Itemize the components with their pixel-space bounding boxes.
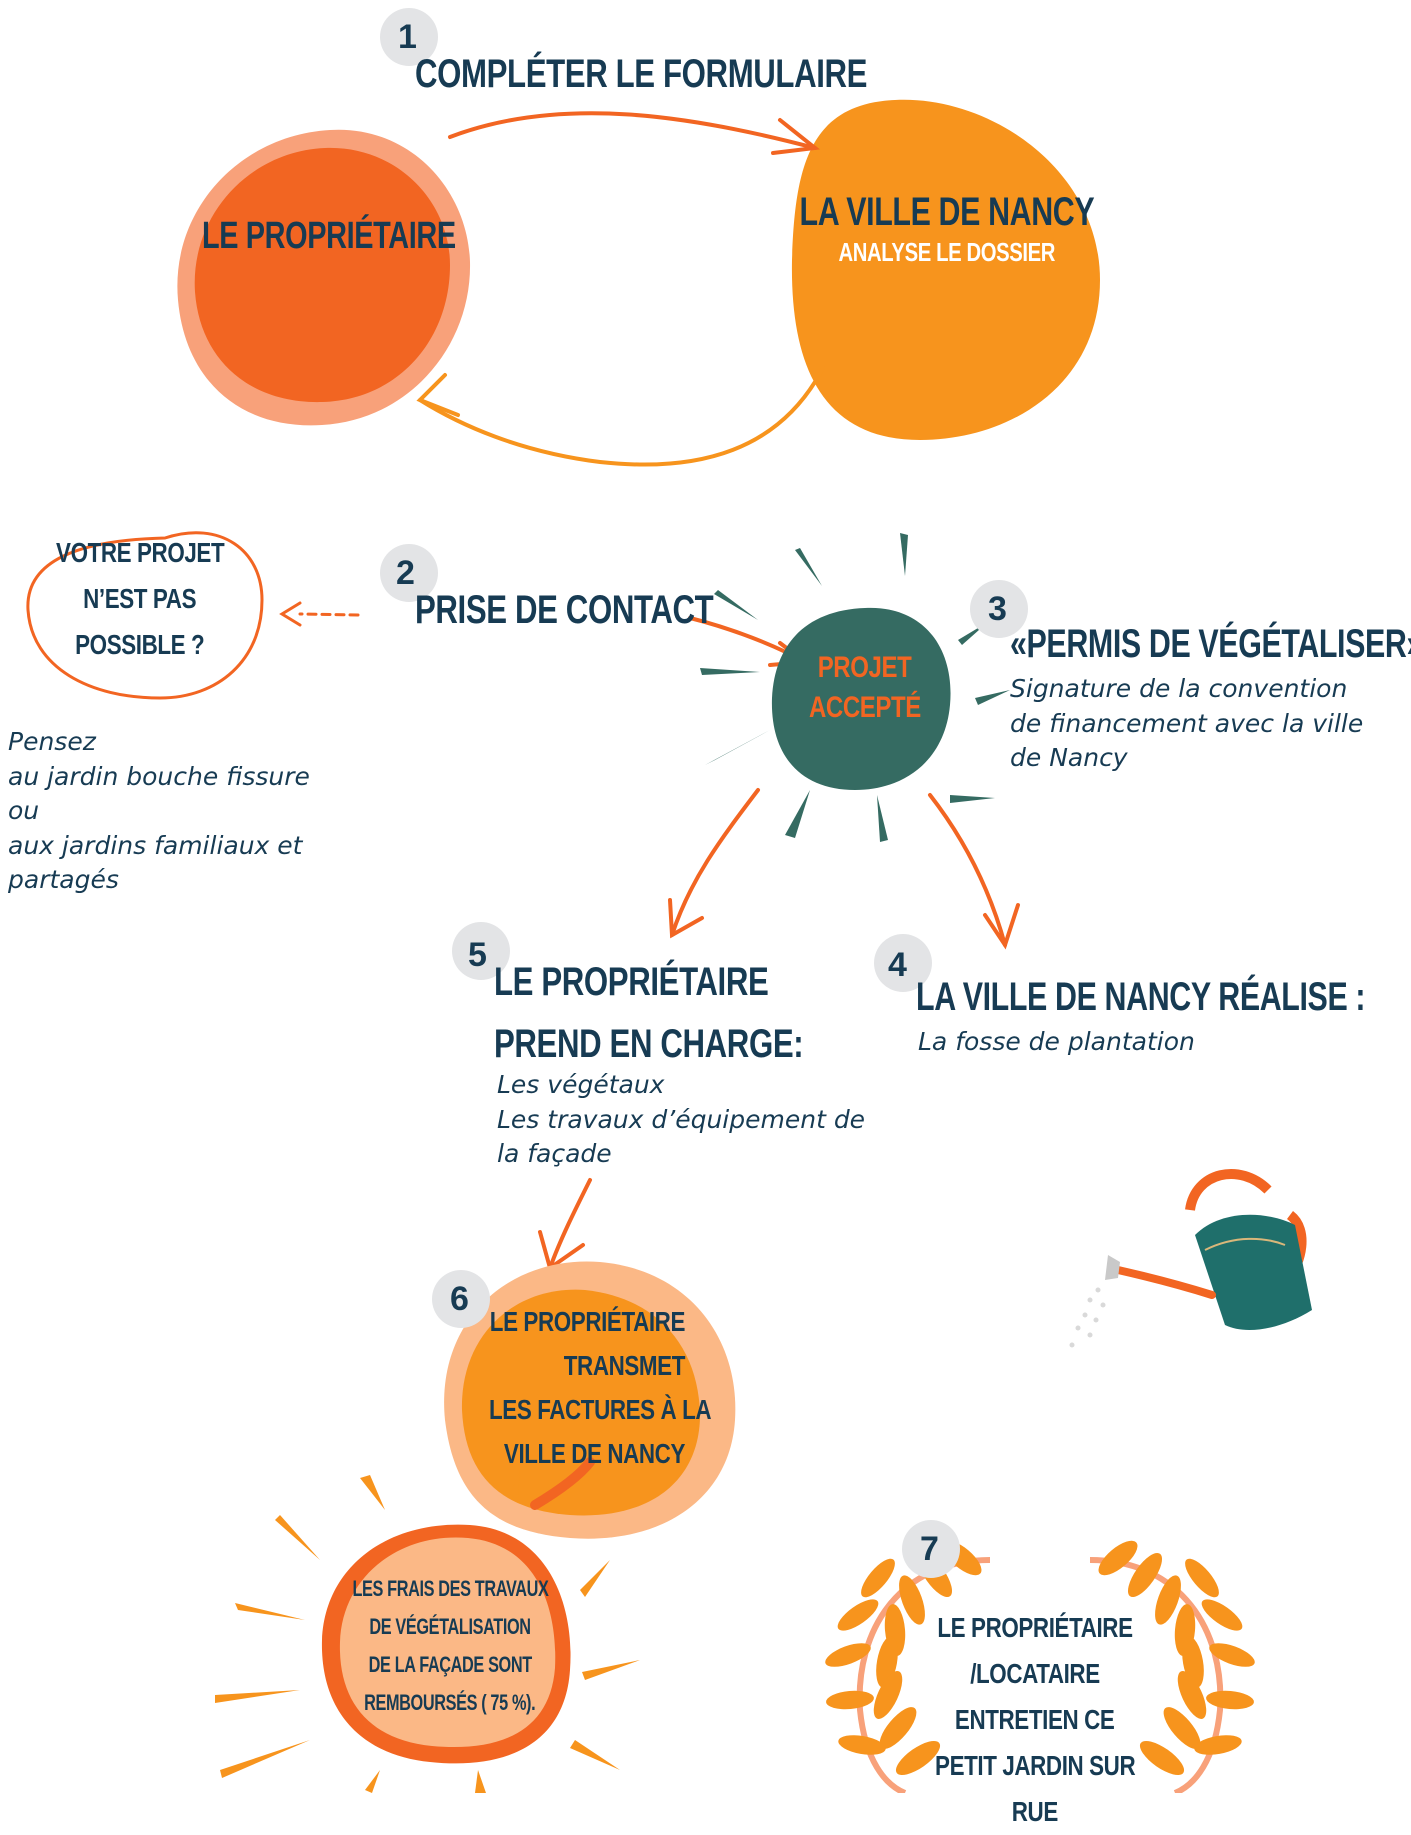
refund-line-1: LES FRAIS DES TRAVAUX	[351, 1576, 549, 1601]
step1-title: COMPLÉTER LE FORMULAIRE	[415, 52, 868, 96]
step7-number: 7	[920, 1530, 939, 1568]
arrow-step5-to-step6	[538, 1178, 592, 1272]
city-title: LA VILLE DE NANCY	[799, 190, 1095, 234]
refund-sun	[215, 1470, 640, 1793]
step7-line-3: ENTRETIEN CE	[955, 1704, 1115, 1735]
step3-number: 3	[988, 590, 1007, 628]
step4-number: 4	[888, 946, 907, 984]
arrow-accepted-to-step5	[668, 788, 760, 939]
step7-line-4: PETIT JARDIN SUR	[934, 1750, 1136, 1781]
step1-badge	[380, 8, 438, 66]
step5-desc: Les végétaux Les travaux d’équipement de…	[497, 1070, 866, 1168]
step6-line-1: LE PROPRIÉTAIRE	[489, 1306, 686, 1337]
step5-title-line-2: PREND EN CHARGE:	[494, 1022, 804, 1066]
owner-label: LE PROPRIÉTAIRE	[202, 215, 456, 257]
step6-line-4: VILLE DE NANCY	[503, 1438, 685, 1469]
owner-blob	[177, 129, 471, 426]
step6-line-3: LES FACTURES À LA	[489, 1394, 712, 1425]
step6-text: LE PROPRIÉTAIRE TRANSMET LES FACTURES À …	[440, 1300, 712, 1476]
city-blob	[791, 99, 1100, 441]
refused-text: VOTRE PROJET N’EST PAS POSSIBLE ?	[40, 530, 240, 668]
step6-number: 6	[450, 1280, 469, 1318]
step7-text: LE PROPRIÉTAIRE /LOCATAIRE ENTRETIEN CE …	[920, 1605, 1150, 1835]
step5-badge	[452, 922, 510, 980]
step6-badge	[432, 1270, 490, 1328]
step4-badge	[874, 934, 932, 992]
accepted-text: PROJET ACCEPTÉ	[790, 648, 940, 728]
step2-number: 2	[396, 554, 415, 592]
refused-line-3: POSSIBLE ?	[75, 629, 205, 660]
step2-title: PRISE DE CONTACT	[415, 588, 714, 632]
dashed-arrow-to-refused	[279, 601, 360, 627]
step5-number: 5	[468, 936, 487, 974]
step6-blob	[444, 1261, 736, 1539]
step5-title-line-1: LE PROPRIÉTAIRE	[494, 960, 769, 1004]
step3-desc: Signature de la convention de financemen…	[1010, 674, 1364, 772]
step6-line-2: TRANSMET	[563, 1350, 686, 1381]
arrow-owner-to-city	[448, 111, 820, 155]
arrow-city-to-owner	[416, 366, 825, 467]
city-subtitle: ANALYSE LE DOSSIER	[838, 237, 1056, 267]
step7-line-5: RUE	[1011, 1796, 1059, 1827]
accepted-line-2: ACCEPTÉ	[809, 691, 921, 724]
refund-line-4: REMBOURSÉS ( 75 %).	[364, 1690, 536, 1715]
refund-line-3: DE LA FAÇADE SONT	[368, 1652, 532, 1677]
step7-line-1: LE PROPRIÉTAIRE	[937, 1612, 1133, 1643]
refused-note: Pensez au jardin bouche fissure ou aux j…	[8, 727, 310, 894]
step4-desc: La fosse de plantation	[918, 1027, 1195, 1056]
accepted-line-1: PROJET	[818, 651, 912, 684]
step2-badge	[380, 544, 438, 602]
diagram-graphics	[26, 99, 1312, 1793]
watering-can-icon	[1069, 1169, 1312, 1348]
step1-number: 1	[398, 18, 417, 56]
refused-line-2: N’EST PAS	[83, 583, 197, 614]
refund-line-2: DE VÉGÉTALISATION	[369, 1614, 531, 1639]
step3-badge	[970, 580, 1028, 638]
laurel-wreath-icon	[825, 1540, 1255, 1793]
accepted-sun	[700, 533, 1010, 842]
refused-line-1: VOTRE PROJET	[55, 537, 225, 568]
city-node-text: LA VILLE DE NANCY ANALYSE LE DOSSIER	[792, 190, 1102, 268]
refund-text: LES FRAIS DES TRAVAUX DE VÉGÉTALISATION …	[330, 1570, 570, 1722]
arrow-accepted-to-step4	[928, 793, 1020, 950]
step4-title: LA VILLE DE NANCY RÉALISE :	[916, 975, 1366, 1019]
step3-title: «PERMIS DE VÉGÉTALISER»	[1010, 622, 1411, 666]
refused-circle	[26, 531, 264, 700]
step7-badge	[902, 1520, 960, 1578]
step7-line-2: /LOCATAIRE	[970, 1658, 1100, 1689]
